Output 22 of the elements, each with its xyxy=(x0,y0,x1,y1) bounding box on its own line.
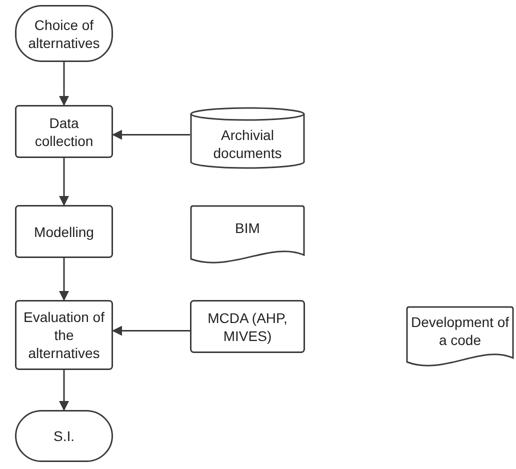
node-label: Choice of alternatives xyxy=(27,16,101,52)
node-label: Data collection xyxy=(34,114,94,150)
process-box xyxy=(15,105,113,158)
node-label: MCDA (AHP, MIVES) xyxy=(206,308,288,344)
terminal-shape xyxy=(15,410,113,462)
node-label: Archivial documents xyxy=(212,126,283,162)
database-cylinder xyxy=(190,107,305,169)
process-box xyxy=(15,300,113,370)
arrow xyxy=(59,62,69,106)
arrow xyxy=(112,130,190,140)
terminal-shape xyxy=(15,5,113,62)
arrow xyxy=(59,258,69,301)
arrow xyxy=(112,326,190,336)
node-label: Evaluation of the alternatives xyxy=(22,308,106,362)
process-box xyxy=(15,205,113,258)
node-label: Development of a code xyxy=(410,313,510,349)
process-box xyxy=(190,300,305,353)
arrow xyxy=(59,158,69,206)
node-label: Modelling xyxy=(34,222,94,240)
node-label: BIM xyxy=(235,219,260,237)
arrow xyxy=(59,370,69,411)
node-label: S.I. xyxy=(53,427,74,445)
